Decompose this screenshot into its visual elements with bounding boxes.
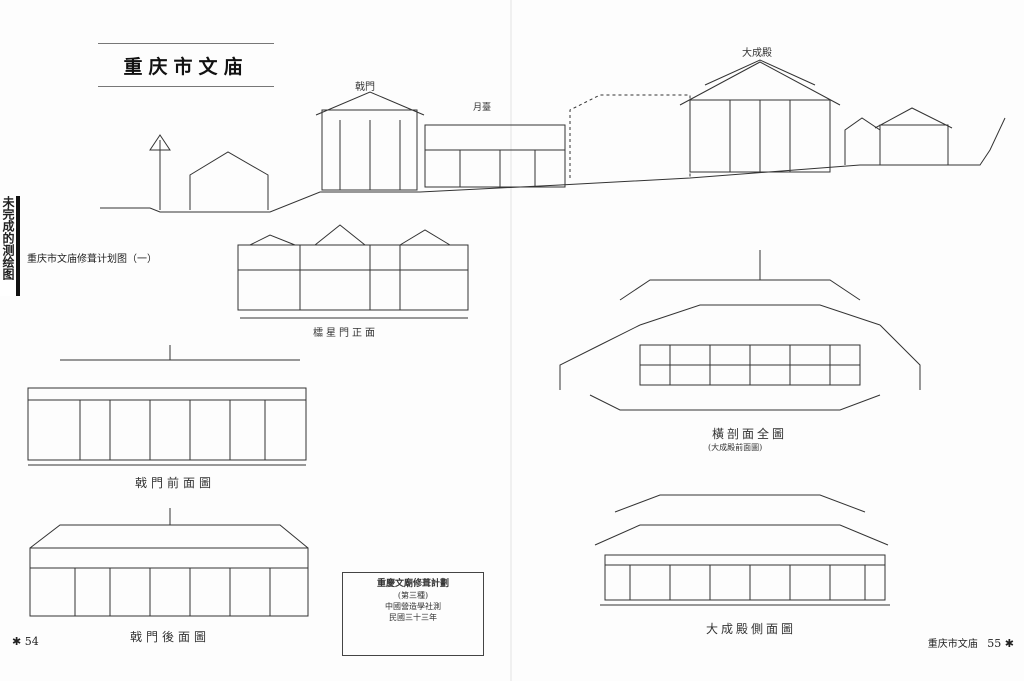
stamp-line-2: (第三種) [397,591,429,600]
side-elevation-main-hall [594,494,890,606]
figure-caption: 重庆市文庙修葺计划图（一） [27,254,157,265]
elevation-lingxing-gate [237,224,469,319]
left-page-number: ✱ 54 [12,635,39,648]
longitudinal-section [100,59,1006,213]
elevation-ji-gate-back [29,508,309,617]
label-yuetai: 月臺 [473,103,492,113]
stamp-line-1: 重慶文廟修葺計劃 [376,579,449,589]
running-footer: 重庆市文庙 [927,639,978,650]
elev3-title: 戟門後面圖 [130,630,211,644]
elev4-subtitle: (大成殿前面圖) [708,443,763,452]
label-ji-gate: 戟門 [355,82,375,93]
right-page-num: 55 [987,637,1002,650]
left-page-num: 54 [24,635,39,648]
elev4-title: 橫剖面全圖 [712,427,788,441]
right-page-number: 重庆市文庙 55 ✱ [928,635,1014,650]
elev2-title: 戟門前面圖 [135,476,216,490]
side-tab: 未完成的测绘图 [0,196,20,296]
drawing-title-block: 重慶文廟修葺計劃 (第三種) 中國營造學社測 民國三十三年 [342,572,484,656]
star-icon-right: ✱ [1004,637,1014,650]
page-title-box: 重庆市文庙 [98,43,274,87]
elevation-ji-gate-front [27,345,307,466]
cross-section-main-hall [559,250,921,411]
star-icon: ✱ [12,635,22,648]
elev1-title: 櫺星門正面 [313,328,378,339]
label-dacheng-hall: 大成殿 [742,48,772,59]
stamp-line-4: 民國三十三年 [389,613,437,622]
stamp-line-3: 中國營造學社測 [385,602,441,611]
elev5-title: 大成殿側面圖 [706,622,797,636]
book-gutter [510,0,512,681]
page-title: 重庆市文庙 [123,55,249,78]
side-tab-label: 未完成的测绘图 [1,196,15,280]
